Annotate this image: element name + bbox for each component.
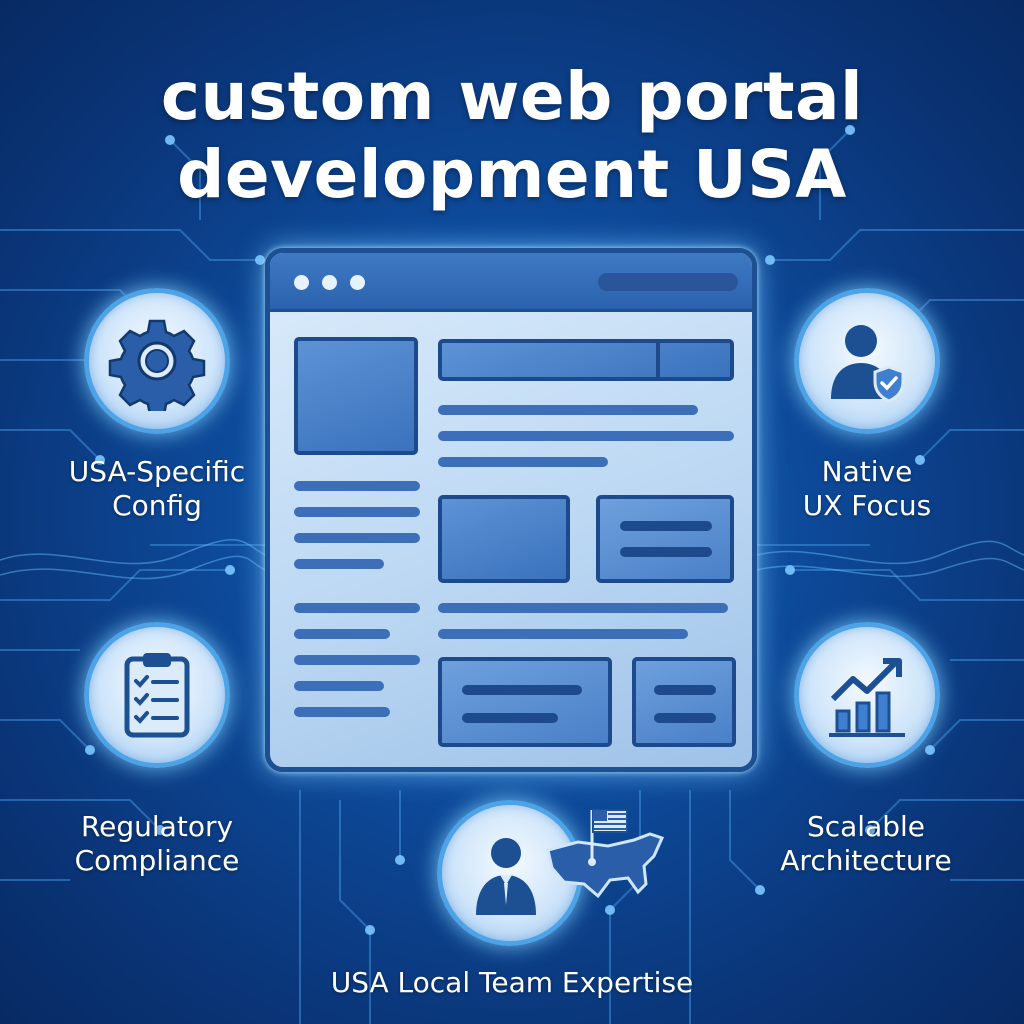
card-placeholder bbox=[596, 495, 734, 583]
feature-label-line: Config bbox=[112, 489, 202, 522]
feature-circle bbox=[437, 800, 583, 946]
feature-circle bbox=[794, 288, 940, 434]
feature-label-line: USA Local Team Expertise bbox=[330, 966, 694, 999]
title-line-1: custom web portal bbox=[160, 58, 864, 135]
text-line bbox=[620, 521, 712, 531]
text-line bbox=[294, 559, 384, 569]
feature-label-line: Scalable bbox=[806, 810, 926, 843]
usa-map-flag-icon bbox=[546, 809, 665, 899]
browser-window-illustration bbox=[265, 248, 757, 772]
feature-label-line: Regulatory bbox=[80, 810, 234, 843]
text-line bbox=[620, 547, 712, 557]
text-line bbox=[438, 603, 728, 613]
feature-label-line: USA-Specific bbox=[68, 455, 246, 488]
text-line bbox=[438, 405, 698, 415]
text-line bbox=[294, 681, 384, 691]
window-dot-icon bbox=[350, 275, 365, 290]
text-line bbox=[438, 629, 688, 639]
feature-label: Scalable Architecture bbox=[760, 810, 972, 878]
feature-label-line: Native bbox=[821, 455, 913, 488]
feature-circle bbox=[84, 288, 230, 434]
text-line bbox=[294, 655, 420, 665]
clipboard-checklist-icon bbox=[124, 653, 190, 738]
feature-label: USA Local Team Expertise bbox=[262, 966, 762, 1000]
text-line bbox=[294, 707, 390, 717]
feature-label: USA-Specific Config bbox=[50, 455, 264, 523]
user-verified-icon bbox=[831, 325, 905, 403]
text-line bbox=[294, 481, 420, 491]
card-placeholder bbox=[632, 657, 736, 747]
window-dot-icon bbox=[322, 275, 337, 290]
page-title: custom web portal development USA bbox=[0, 58, 1024, 214]
gear-icon bbox=[108, 319, 206, 411]
text-line bbox=[438, 457, 608, 467]
text-line bbox=[654, 713, 716, 723]
browser-title-bar bbox=[270, 253, 752, 312]
image-placeholder bbox=[294, 337, 418, 455]
text-line bbox=[294, 507, 420, 517]
feature-label: Regulatory Compliance bbox=[50, 810, 264, 878]
feature-label: Native UX Focus bbox=[762, 455, 972, 523]
window-dot-icon bbox=[294, 275, 309, 290]
text-line bbox=[462, 685, 582, 695]
text-line bbox=[654, 685, 716, 695]
text-line bbox=[438, 431, 734, 441]
text-line bbox=[462, 713, 558, 723]
growth-chart-icon bbox=[829, 658, 905, 737]
card-placeholder bbox=[438, 495, 570, 583]
feature-circle bbox=[794, 622, 940, 768]
feature-label-line: Architecture bbox=[780, 844, 952, 877]
address-bar bbox=[598, 273, 738, 291]
feature-label-line: UX Focus bbox=[802, 489, 932, 522]
feature-circle bbox=[84, 622, 230, 768]
text-line bbox=[294, 629, 390, 639]
text-line bbox=[294, 603, 420, 613]
header-divider bbox=[656, 343, 660, 377]
feature-label-line: Compliance bbox=[74, 844, 240, 877]
header-bar-placeholder bbox=[438, 339, 734, 381]
businessman-icon bbox=[476, 838, 536, 915]
text-line bbox=[294, 533, 420, 543]
card-placeholder bbox=[438, 657, 612, 747]
title-line-2: development USA bbox=[177, 136, 847, 213]
